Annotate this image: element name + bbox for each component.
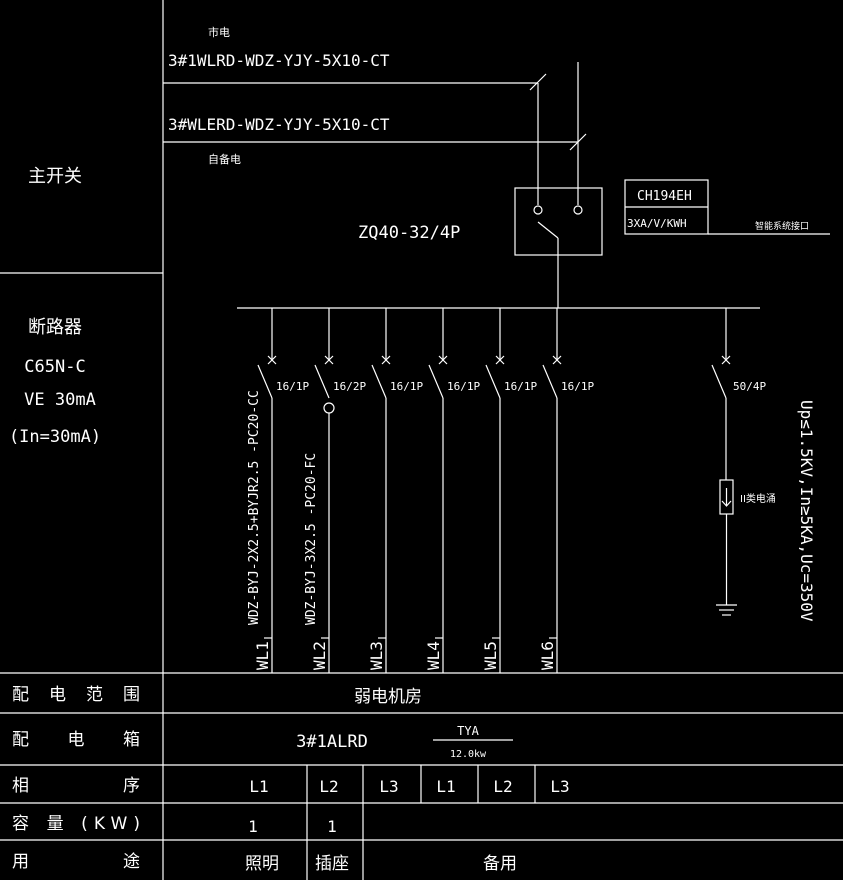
contact-a (533, 205, 543, 215)
phase-6: L3 (550, 777, 569, 796)
circuit-2-rcd-icon (323, 402, 335, 414)
circuit-3-rating: 16/1P (390, 380, 423, 393)
spd-blade (711, 364, 727, 399)
mains-tick (529, 73, 547, 91)
row-label-capacity: 容 量 (KW) (12, 814, 140, 834)
circuit-6-label: WL6 (538, 641, 557, 670)
capacity-2: 1 (327, 817, 337, 836)
circuit-1-blade (257, 364, 273, 399)
row-label-box: 配 电 箱 (12, 730, 140, 750)
box-type: TYA (457, 724, 479, 738)
phase-2: L2 (319, 777, 338, 796)
spd-branch: 50/4P II类电涌 Up≤1.5KV,In≥5KA,Uc=350V (711, 308, 816, 622)
spd-class-label: II类电涌 (740, 492, 776, 505)
mains-label: 市电 (208, 25, 230, 39)
backup-cable: 3#WLERD-WDZ-YJY-5X10-CT (168, 115, 390, 134)
circuit-1-cable: WDZ-BYJ-2X2.5+BYJR2.5 -PC20-CC (247, 390, 262, 625)
mains-cable: 3#1WLRD-WDZ-YJY-5X10-CT (168, 51, 390, 70)
circuit-4-rating: 16/1P (447, 380, 480, 393)
circuit-5-x2 (495, 355, 505, 365)
capacity-1: 1 (248, 817, 258, 836)
circuit-2-blade (314, 364, 330, 399)
circuit-6-rating: 16/1P (561, 380, 594, 393)
circuit-4-label: WL4 (424, 641, 443, 670)
circuit-3-label: WL3 (367, 641, 386, 670)
spd-rating: 50/4P (733, 380, 766, 393)
circuit-1-rating: 16/1P (276, 380, 309, 393)
spd-x2 (721, 355, 731, 365)
usage-spare: 备用 (483, 854, 517, 874)
box-name: 3#1ALRD (296, 732, 368, 752)
backup-label: 自备电 (208, 152, 241, 166)
phase-4: L1 (436, 777, 455, 796)
circuit-2-label: WL2 (310, 641, 329, 670)
phase-3: L3 (379, 777, 398, 796)
usage-lighting: 照明 (245, 854, 279, 874)
meter-model: CH194EH (637, 189, 692, 204)
row-label-range: 配 电 范 围 (12, 685, 140, 705)
row-label-phase: 相 序 (12, 776, 140, 796)
phase-5: L2 (493, 777, 512, 796)
circuit-1-label: WL1 (253, 641, 272, 670)
meter-comm-label: 智能系统接口 (755, 220, 809, 232)
circuit-4-x2 (438, 355, 448, 365)
circuit-1-x2 (267, 355, 277, 365)
breaker-title: 断路器 (28, 317, 82, 338)
spd-spec: Up≤1.5KV,In≥5KA,Uc=350V (797, 400, 816, 622)
circuit-group: 16/1P WL1 WDZ-BYJ-2X2.5+BYJR2.5 -PC20-CC 16… (247, 308, 594, 673)
circuit-6-x2 (552, 355, 562, 365)
distribution-range: 弱电机房 (354, 687, 422, 707)
circuit-4-blade (428, 364, 444, 399)
main-switch-label: 主开关 (28, 166, 82, 187)
schedule-table: 配 电 范 围 配 电 箱 相 序 容 量 (KW) 用 途 弱电机房 3#1A… (0, 672, 843, 880)
contact-b (573, 205, 583, 215)
circuit-5-rating: 16/1P (504, 380, 537, 393)
phase-1: L1 (249, 777, 268, 796)
meter-params: 3XA/V/KWH (627, 217, 687, 230)
circuit-2-rating: 16/2P (333, 380, 366, 393)
circuit-3-x2 (381, 355, 391, 365)
box-power: 12.0kw (450, 749, 487, 760)
transfer-switch-model: ZQ40-32/4P (358, 223, 460, 243)
breaker-model: C65N-C (24, 357, 85, 377)
circuit-5-blade (485, 364, 501, 399)
circuit-3-blade (371, 364, 387, 399)
breaker-in: (In=30mA) (9, 427, 101, 447)
circuit-2-cable: WDZ-BYJ-3X2.5 -PC20-FC (304, 453, 319, 625)
transfer-blade (537, 221, 559, 239)
spd-arrow-head (721, 500, 732, 507)
breaker-ve: VE 30mA (24, 390, 96, 410)
circuit-5-label: WL5 (481, 641, 500, 670)
circuit-2-x2 (324, 355, 334, 365)
circuit-6-blade (542, 364, 558, 399)
row-label-usage: 用 途 (12, 852, 140, 872)
usage-socket: 插座 (315, 854, 349, 874)
